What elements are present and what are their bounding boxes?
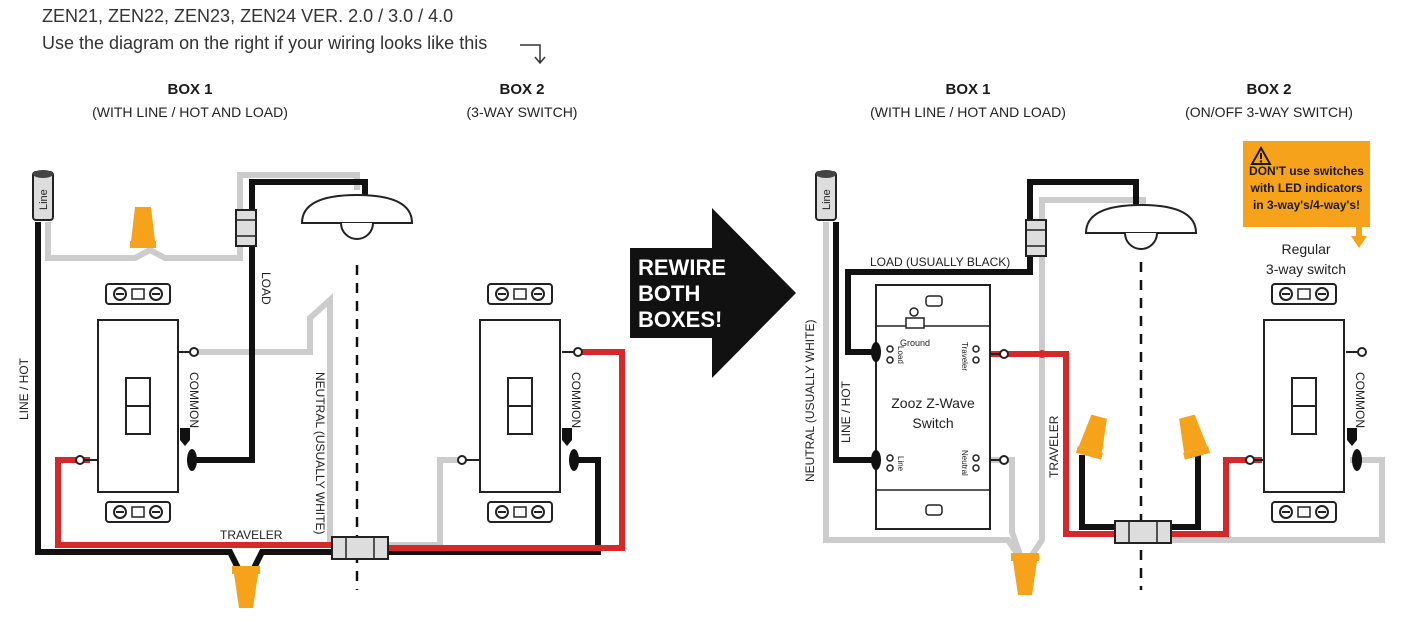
switch-name-line1: Zooz Z-Wave [891, 395, 975, 411]
left-line-cap-label: Line [38, 189, 50, 210]
right-load-connector [1025, 219, 1047, 257]
left-line-hot-label: LINE / HOT [17, 357, 31, 420]
right-diagram: Ground Load Traveler Line Neutral Zooz Z… [803, 169, 1385, 595]
load-connector [235, 209, 257, 247]
left-common1-label: COMMON [187, 372, 201, 428]
right-line-cap-label: Line [821, 189, 833, 210]
rewire-text: REWIRE BOTH BOXES! [638, 255, 738, 333]
left-load-label: LOAD [259, 272, 273, 305]
right-light-fixture-icon [1085, 204, 1197, 250]
left-neutral-label: NEUTRAL (USUALLY WHITE) [313, 372, 327, 534]
rewire-line2: BOTH [638, 281, 701, 306]
left-box1-subtitle: (WITH LINE / HOT AND LOAD) [92, 104, 288, 120]
switch-line-label: Line [896, 456, 905, 472]
left-common2-label: COMMON [569, 372, 583, 428]
right-common-label: COMMON [1353, 372, 1367, 428]
switch-ground-label: Ground [900, 338, 930, 348]
right-load-label: LOAD (USUALLY BLACK) [870, 255, 1010, 269]
left-box2-switch [480, 284, 560, 522]
left-box2-title: BOX 2 [499, 81, 545, 98]
warning-line2: with LED indicators [1250, 181, 1363, 195]
led-warning-box: DON'T use switches with LED indicators i… [1243, 141, 1370, 227]
wire-nut-top [130, 207, 156, 248]
regular-switch-label1: Regular [1281, 241, 1330, 257]
right-box1-title: BOX 1 [945, 81, 991, 98]
right-box1-subtitle: (WITH LINE / HOT AND LOAD) [870, 104, 1066, 120]
left-diagram: Line LINE / HOT LOAD COMMON COMMON NEUTR… [17, 44, 625, 608]
regular-switch-label2: 3-way switch [1266, 261, 1346, 277]
right-wire-nut-bottom [1011, 553, 1039, 595]
right-wire-nut-right [1174, 413, 1210, 460]
left-box1-title: BOX 1 [167, 81, 213, 98]
right-box2-subtitle: (ON/OFF 3-WAY SWITCH) [1185, 104, 1353, 120]
right-wire-nut-left [1076, 413, 1112, 460]
switch-name-line2: Switch [912, 415, 953, 431]
warning-line3: in 3-way's/4-way's! [1252, 198, 1361, 212]
rewire-arrow-icon [630, 208, 796, 378]
switch-load-label: Load [896, 346, 905, 364]
right-box2-switch [1264, 284, 1344, 522]
right-line-hot-label: LINE / HOT [839, 380, 853, 443]
warning-arrow-icon [1351, 236, 1367, 248]
light-fixture-icon [301, 194, 413, 240]
wire-nut-bottom [232, 566, 260, 608]
models-heading: ZEN21, ZEN22, ZEN23, ZEN24 VER. 2.0 / 3.… [42, 6, 454, 26]
down-arrow-icon [520, 44, 546, 65]
left-traveler-label: TRAVELER [220, 528, 283, 542]
rewire-line1: REWIRE [638, 255, 726, 280]
left-box2-subtitle: (3-WAY SWITCH) [466, 104, 578, 120]
rewire-line3: BOXES! [638, 307, 723, 332]
zooz-switch: Ground Load Traveler Line Neutral Zooz Z… [875, 284, 991, 530]
instruction-text: Use the diagram on the right if your wir… [42, 33, 488, 53]
traveler-connector [331, 536, 389, 560]
right-traveler-connector [1114, 520, 1172, 544]
switch-neutral-label: Neutral [960, 450, 969, 476]
right-box2-title: BOX 2 [1246, 81, 1292, 98]
left-box1-switch [98, 284, 178, 522]
warning-triangle-icon [1250, 146, 1272, 165]
warning-line1: DON'T use switches [1249, 164, 1364, 178]
right-neutral-label: NEUTRAL (USUALLY WHITE) [803, 320, 817, 482]
right-traveler-label: TRAVELER [1047, 415, 1061, 478]
switch-traveler-label: Traveler [960, 342, 969, 371]
